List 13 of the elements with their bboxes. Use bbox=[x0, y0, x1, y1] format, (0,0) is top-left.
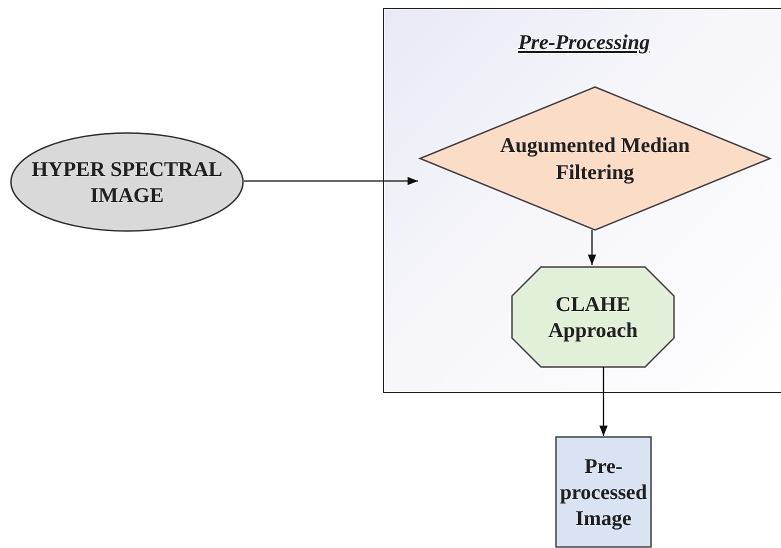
output-box bbox=[555, 436, 652, 548]
node-label: Pre-processed Image bbox=[559, 452, 648, 532]
group-heading: Pre-Processing bbox=[518, 28, 650, 56]
arrow bbox=[244, 176, 418, 186]
input-ellipse bbox=[10, 132, 244, 232]
process-group-panel bbox=[383, 8, 781, 393]
node-label: HYPER SPECTRAL IMAGE bbox=[30, 156, 224, 208]
arrow bbox=[588, 230, 596, 265]
node-label: CLAHE Approach bbox=[547, 290, 639, 344]
node-label: Augumented Median Filtering bbox=[499, 132, 691, 185]
process-octagon bbox=[511, 266, 675, 368]
arrow bbox=[599, 367, 608, 436]
process-diamond bbox=[419, 86, 771, 231]
